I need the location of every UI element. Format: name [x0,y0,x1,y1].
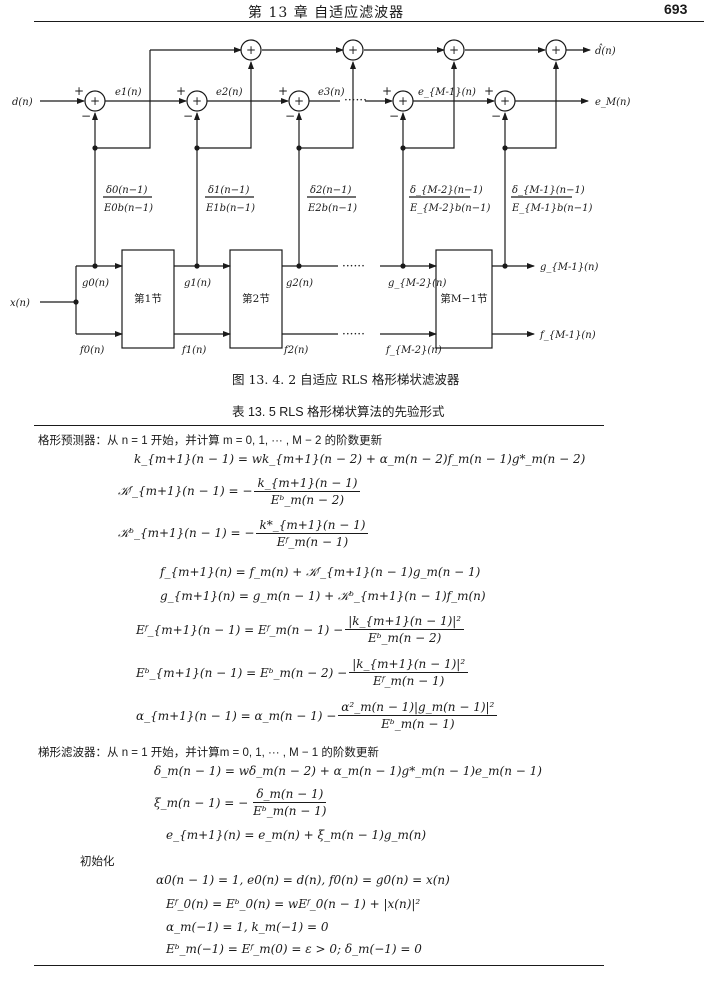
gain-num-2: δ2(n−1) [310,185,351,196]
label-d: d(n) [12,97,33,108]
gain-den-1: E1b(n−1) [205,203,255,214]
label-f1: f1(n) [181,345,206,356]
svg-text:+: + [484,84,494,98]
svg-text:+: + [398,94,408,108]
eq-Kb: 𝒦ᵇ_{m+1}(n − 1) = − k*_{m+1}(n − 1)Eᶠ_m(… [118,518,370,549]
prod-line-4 [505,61,559,149]
svg-text:−: − [81,109,91,123]
svg-text:+: + [551,43,561,57]
label-e3: e3(n) [318,87,345,98]
gain-den-3: E_{M-2}b(n−1) [409,203,490,214]
svg-text:+: + [382,84,392,98]
svg-text:−: − [491,109,501,123]
adder-err-1 [84,90,106,112]
label-g0: g0(n) [82,278,109,289]
gain-den-0: E0b(n−1) [103,203,153,214]
label-fm1: f_{M-1}(n) [539,330,596,341]
eq-Eb: Eᵇ_{m+1}(n − 1) = Eᵇ_m(n − 2) − |k_{m+1}… [136,657,470,688]
dots-e: ······ [344,93,367,107]
page-number: 693 [664,1,688,17]
eq-init-4: Eᵇ_m(−1) = Eᶠ_m(0) = ε > 0; δ_m(−1) = 0 [166,942,422,956]
chapter-header: 第 13 章 自适应滤波器 [248,5,405,21]
lattice-ladder-diagram: + + + + + + + + + + + + + + − − − − − d(… [10,39,630,356]
eq-e: e_{m+1}(n) = e_m(n) + ξ_m(n − 1)g_m(n) [166,828,427,842]
adder-top-3 [443,39,465,61]
label-gm2: g_{M-2}(n) [388,278,446,289]
adder-top-4 [545,39,567,61]
svg-text:+: + [278,84,288,98]
stage-label-2: 第2节 [242,292,270,305]
eq-alpha: α_{m+1}(n − 1) = α_m(n − 1) − α²_m(n − 1… [136,700,499,731]
init-heading: 初始化 [80,856,115,868]
eq-Ef: Eᶠ_{m+1}(n − 1) = Eᶠ_m(n − 1) − |k_{m+1}… [136,614,466,645]
stage-label-1: 第1节 [134,292,162,305]
prod-line-0 [95,50,151,149]
eq-Kf: 𝒦ᶠ_{m+1}(n − 1) = − k_{m+1}(n − 1)Eᵇ_m(n… [118,476,362,507]
label-e1: e1(n) [115,87,142,98]
prod-line-3 [403,61,457,149]
svg-text:−: − [285,109,295,123]
label-gm1: g_{M-1}(n) [540,262,598,273]
gain-den-4: E_{M-1}b(n−1) [511,203,592,214]
label-f0: f0(n) [79,345,104,356]
adder-err-5 [494,90,516,112]
svg-text:+: + [294,94,304,108]
prod-line-2 [299,61,356,149]
label-x: x(n) [10,298,30,309]
eq-g: g_{m+1}(n) = g_m(n − 1) + 𝒦ᵇ_{m+1}(n − 1… [160,589,486,603]
label-fm2: f_{M-2}(n) [385,345,442,356]
lattice-section-heading: 格形预测器：从 n = 1 开始，并计算 m = 0, 1, ··· , M −… [38,435,383,447]
gain-den-2: E2b(n−1) [307,203,357,214]
eq-xi: ξ_m(n − 1) = − δ_m(n − 1)Eᵇ_m(n − 1) [154,787,327,818]
eq-k: k_{m+1}(n − 1) = wk_{m+1}(n − 2) + α_m(n… [134,452,586,466]
dots-g: ······ [342,259,365,273]
svg-text:+: + [90,94,100,108]
table-top-rule [34,425,604,426]
header-rule [34,21,704,22]
svg-text:+: + [192,94,202,108]
svg-text:+: + [246,43,256,57]
label-g1: g1(n) [184,278,211,289]
adder-top-1 [240,39,262,61]
adder-err-2 [186,90,208,112]
adder-top-2 [342,39,364,61]
eq-init-2: Eᶠ_0(n) = Eᵇ_0(n) = wEᶠ_0(n − 1) + |x(n)… [166,897,421,911]
figure-caption: 图 13. 4. 2 自适应 RLS 格形梯状滤波器 [232,372,460,387]
gain-num-1: δ1(n−1) [208,185,249,196]
table-caption: 表 13. 5 RLS 格形梯状算法的先验形式 [232,405,445,419]
eq-f: f_{m+1}(n) = f_m(n) + 𝒦ᶠ_{m+1}(n − 1)g_m… [160,565,481,579]
eq-delta: δ_m(n − 1) = wδ_m(n − 2) + α_m(n − 1)g*_… [154,764,542,778]
ladder-section-heading: 梯形滤波器：从 n = 1 开始，并计算m = 0, 1, ··· , M − … [38,747,379,759]
label-e2: e2(n) [216,87,243,98]
prod-line-1 [197,61,254,149]
stage-label-m1: 第M−1节 [440,292,487,305]
eq-init-3: α_m(−1) = 1, k_m(−1) = 0 [166,920,329,934]
svg-text:+: + [449,43,459,57]
svg-text:+: + [348,43,358,57]
label-f2: f2(n) [283,345,308,356]
dots-f: ······ [342,327,365,341]
svg-text:+: + [500,94,510,108]
gain-num-0: δ0(n−1) [106,185,147,196]
label-em1: e_{M-1}(n) [418,87,476,98]
adder-err-3 [288,90,310,112]
stage-box-m1 [435,249,493,349]
label-dhat: d̂(n) [595,44,616,57]
svg-text:+: + [74,84,84,98]
stage-box-1 [121,249,175,349]
gain-num-4: δ_{M-1}(n−1) [512,185,585,196]
stage-box-2 [229,249,283,349]
table-bottom-rule [34,965,604,966]
svg-text:+: + [176,84,186,98]
svg-text:−: − [183,109,193,123]
svg-text:−: − [389,109,399,123]
label-g2: g2(n) [286,278,313,289]
label-em: e_M(n) [595,97,630,108]
adder-err-4 [392,90,414,112]
gain-num-3: δ_{M-2}(n−1) [410,185,483,196]
eq-init-1: α0(n − 1) = 1, e0(n) = d(n), f0(n) = g0(… [156,873,450,887]
